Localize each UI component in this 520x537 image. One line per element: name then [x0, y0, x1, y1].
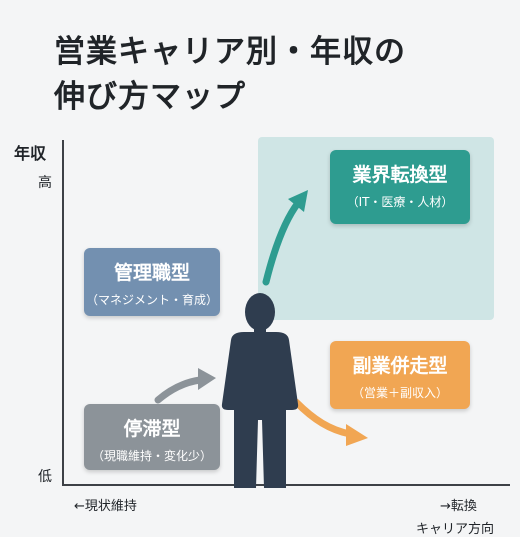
manager-box: 管理職型 （マネジメント・育成）	[84, 248, 220, 316]
y-tick-low: 低	[38, 469, 52, 485]
person-icon	[221, 293, 299, 488]
x-axis-right-label: →転換	[440, 499, 477, 514]
x-axis-left-label: ←現状維持	[74, 499, 137, 514]
industry-change-sub: （IT・医療・人材）	[346, 195, 454, 209]
manager-sub: （マネジメント・育成）	[85, 293, 218, 307]
y-tick-high: 高	[38, 175, 52, 191]
title-line-2: 伸び方マップ	[54, 79, 246, 115]
title-line-1: 営業キャリア別・年収の	[54, 34, 406, 70]
side-business-sub: （営業＋副収入）	[351, 386, 448, 400]
stagnant-title: 停滞型	[123, 418, 181, 440]
teal-arrow-icon	[262, 190, 308, 286]
side-business-title: 副業併走型	[352, 355, 448, 377]
orange-arrow-icon	[292, 398, 368, 446]
y-axis-label: 年収	[14, 144, 47, 163]
side-business-box: 副業併走型 （営業＋副収入）	[330, 341, 470, 409]
stagnant-box: 停滞型 （現職維持・変化少）	[84, 404, 220, 470]
industry-change-title: 業界転換型	[352, 164, 448, 186]
page-title: 営業キャリア別・年収の 伸び方マップ	[54, 30, 406, 120]
gray-arrow-icon	[154, 368, 216, 404]
manager-title: 管理職型	[113, 262, 190, 284]
x-axis-label: キャリア方向	[416, 522, 495, 537]
y-axis-line	[62, 140, 64, 485]
stagnant-sub: （現職維持・変化少）	[91, 449, 212, 463]
industry-change-box: 業界転換型 （IT・医療・人材）	[330, 150, 470, 224]
